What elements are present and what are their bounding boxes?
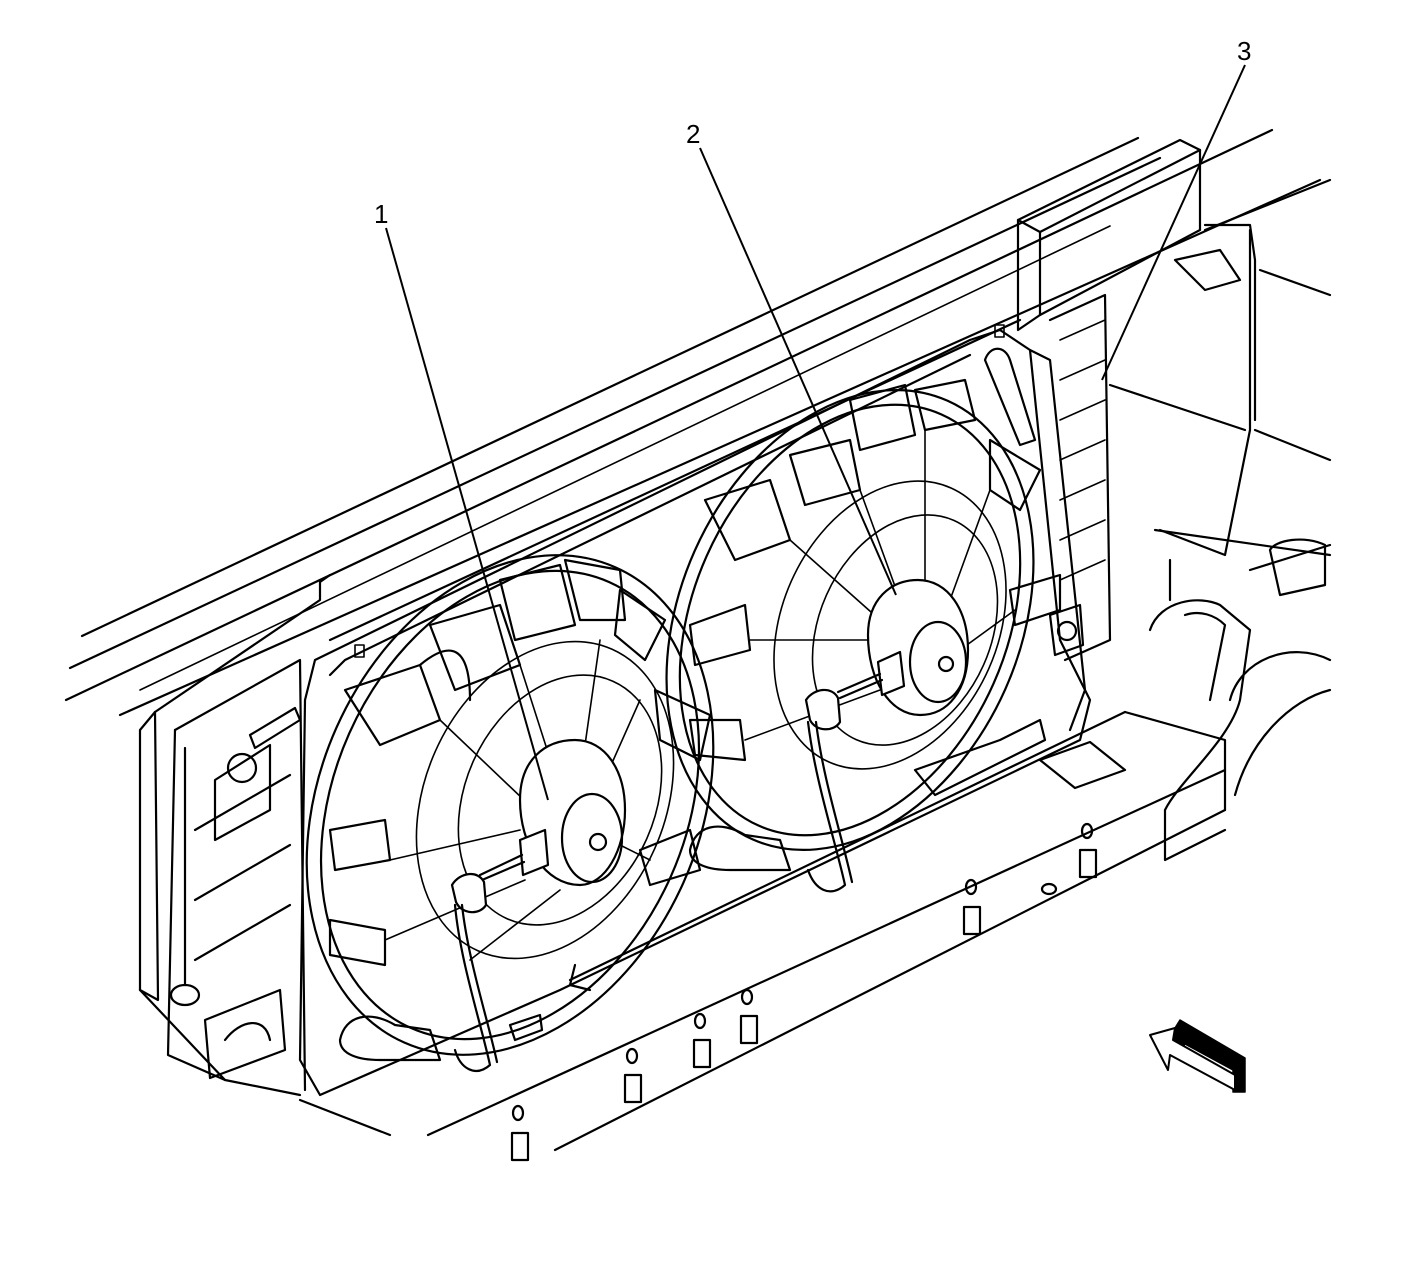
direction-arrow-icon	[1149, 1019, 1246, 1093]
fan-2	[665, 378, 1062, 893]
callout-3: 3	[1237, 36, 1251, 66]
leader-line-1	[385, 227, 549, 801]
fan-1	[305, 554, 715, 1072]
lower-tie-bar	[298, 710, 1227, 1162]
upper-rails	[64, 128, 1322, 717]
leader-line-2	[699, 147, 897, 596]
right-structure	[1108, 178, 1332, 862]
radiator	[983, 138, 1202, 662]
callout-1: 1	[374, 199, 388, 229]
leader-lines	[385, 64, 1246, 801]
leader-line-3	[1101, 64, 1246, 381]
radiator-support-left	[138, 573, 332, 1097]
fan-shroud	[298, 324, 1092, 1097]
callout-2: 2	[686, 119, 700, 149]
